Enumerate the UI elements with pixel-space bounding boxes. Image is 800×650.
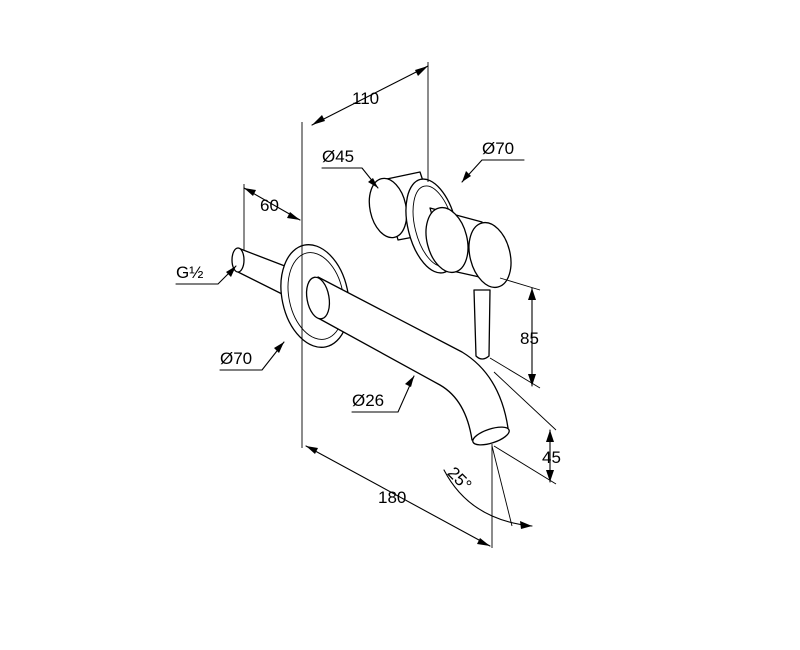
label-85: 85 <box>520 329 539 348</box>
arrow-180-end <box>477 538 490 546</box>
label-dia-26: Ø26 <box>352 391 384 410</box>
label-thread-g: G½ <box>176 263 203 282</box>
dim-line-110 <box>311 65 429 126</box>
label-dia-70-left: Ø70 <box>220 349 252 368</box>
angle-line-25 <box>491 445 513 527</box>
dimension-labels: 110 Ø45 Ø70 60 G½ Ø70 85 Ø26 45 180 25° <box>176 89 561 507</box>
thread-pipe-end <box>231 247 245 273</box>
arrow-dia-70-left <box>274 342 284 353</box>
arrow-60-end <box>287 212 300 220</box>
arrow-dia-26 <box>405 376 414 387</box>
mixer-handle-back <box>425 206 469 274</box>
spout-pipe-start <box>305 276 331 320</box>
arrow-dia-70-top <box>462 171 471 182</box>
arrow-25-end <box>520 521 532 529</box>
mixer-body <box>368 171 512 360</box>
ext-line-45-top <box>493 371 557 431</box>
label-180: 180 <box>378 488 406 507</box>
dim-line-180 <box>305 445 491 547</box>
leader-dia-26 <box>351 375 415 413</box>
spout-assembly <box>231 244 510 446</box>
arrow-110-end <box>415 66 428 76</box>
dim-arc-25 <box>443 469 533 527</box>
arrow-45-top <box>546 430 554 442</box>
arrow-thread-g <box>226 266 236 277</box>
label-110: 110 <box>352 89 379 108</box>
spout-outlet <box>472 426 510 446</box>
extension-lines <box>243 62 557 548</box>
ext-line-85-top <box>499 277 541 291</box>
arrow-dia-45 <box>368 178 378 188</box>
label-45: 45 <box>542 448 561 467</box>
arrow-85-top <box>528 288 536 300</box>
dimension-lines <box>243 65 554 547</box>
label-60: 60 <box>260 196 279 215</box>
mixer-handle-front <box>468 221 512 289</box>
label-angle-25: 25° <box>444 463 476 495</box>
leader-lines <box>175 159 525 413</box>
mixer-lever <box>473 289 491 360</box>
ext-line-45-bottom <box>493 445 557 485</box>
label-dia-70-top: Ø70 <box>482 139 514 158</box>
label-dia-45: Ø45 <box>322 147 354 166</box>
arrow-110-start <box>312 115 325 125</box>
leader-dia-70-left <box>219 341 285 371</box>
arrow-45-bottom <box>546 470 554 482</box>
leader-dia-45 <box>321 167 379 189</box>
arrow-180-start <box>306 446 318 454</box>
arrow-60-start <box>244 188 256 196</box>
leader-dia-70-top <box>461 159 525 183</box>
arrow-85-bottom <box>528 374 536 386</box>
